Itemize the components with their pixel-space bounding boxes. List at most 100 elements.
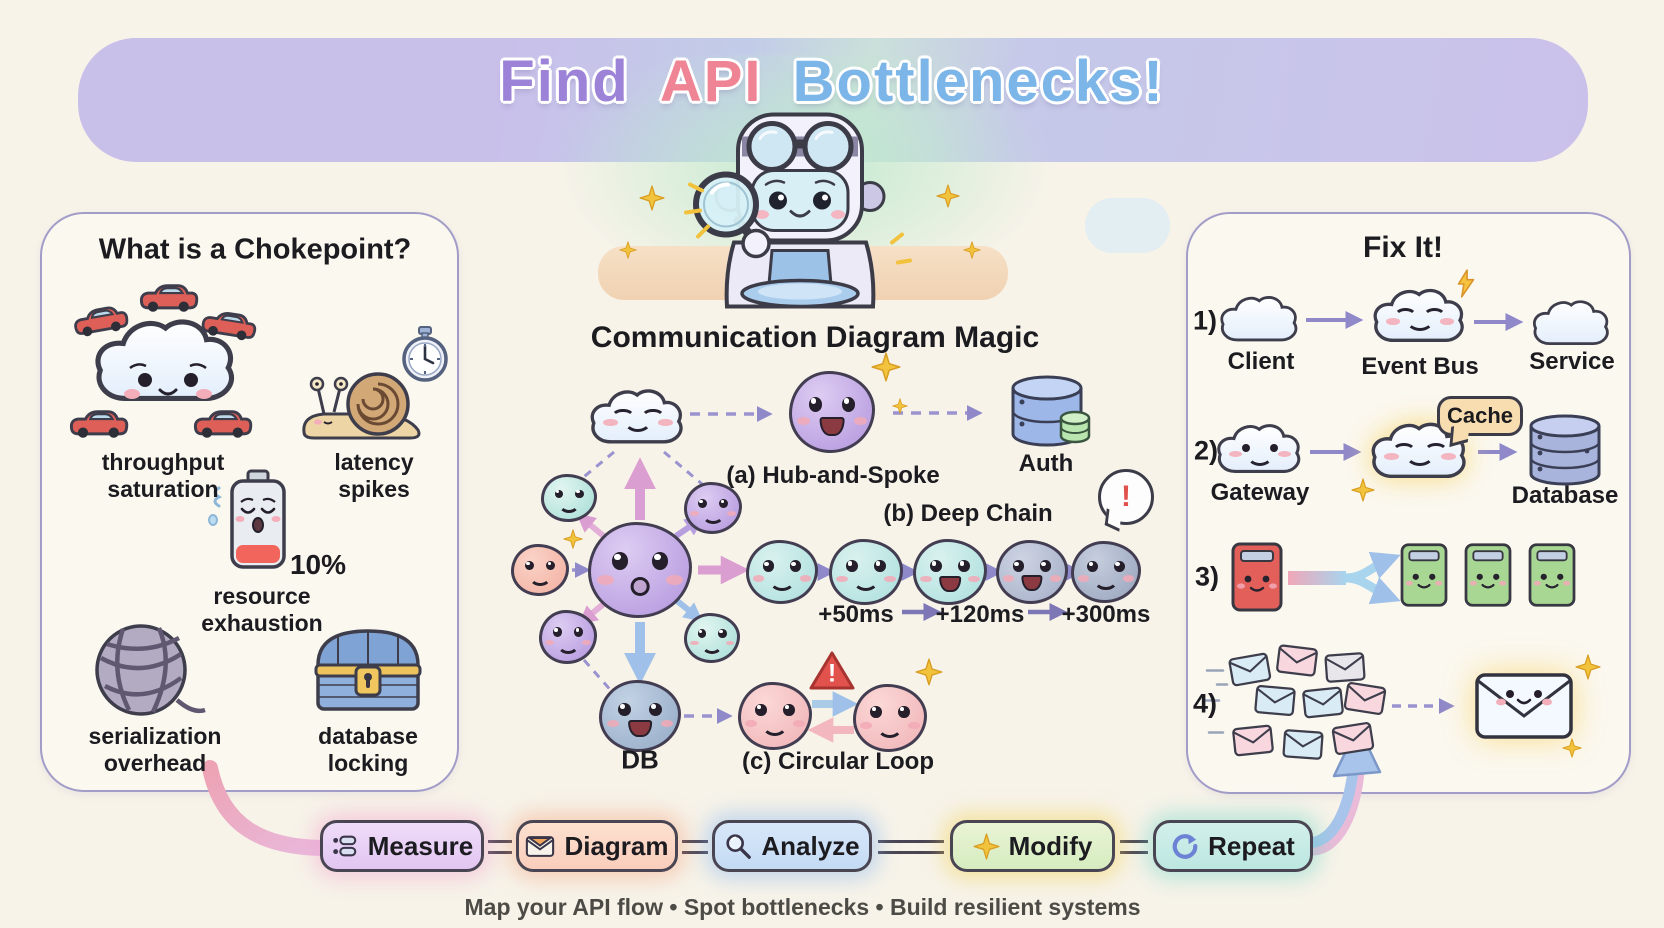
spoke-blob (539, 610, 597, 664)
chain-blob-2 (829, 539, 903, 605)
step-repeat[interactable]: Repeat (1153, 820, 1313, 872)
label-database-locking: database locking (318, 723, 418, 776)
step-modify[interactable]: Modify (950, 820, 1115, 872)
envelope-icon (526, 835, 555, 857)
battery-percent: 10% (289, 549, 347, 580)
sparkle-icon (639, 185, 665, 211)
fix-it-title: Fix It! (1363, 231, 1443, 264)
fix-row-1-num: 1) (1192, 305, 1218, 336)
pattern-c-label: (c) Circular Loop (741, 748, 935, 775)
lightning-icon (1455, 269, 1477, 299)
sparkle-icon (1562, 738, 1582, 758)
sparkle-icon (915, 658, 943, 686)
fix-row-2-num: 2) (1193, 435, 1219, 466)
sparkle-icon (973, 833, 1000, 860)
center-title: Communication Diagram Magic (590, 321, 1040, 354)
traffic-cloud-icon (60, 276, 270, 448)
replica-server-icon (1399, 542, 1449, 608)
stopwatch-icon (401, 325, 449, 383)
caller-blob (511, 544, 569, 596)
client-cloud-icon (1217, 293, 1303, 347)
warning-triangle-icon: ! (808, 650, 856, 692)
magnifier-icon (726, 834, 752, 859)
db-label: DB (621, 744, 659, 775)
robot-mascot-icon (650, 93, 950, 309)
closed-eye (641, 408, 665, 426)
hub-blob (588, 522, 692, 618)
replica-server-icon (1527, 542, 1577, 608)
step-measure-label: Measure (367, 830, 474, 861)
label-throughput-saturation: throughput saturation (101, 449, 225, 502)
chain-blob-4 (996, 540, 1068, 604)
pill-connector (488, 840, 512, 854)
cloud-wisp (1085, 198, 1170, 253)
db-blob (599, 680, 681, 752)
service-cloud-icon (1530, 297, 1614, 351)
fix-row-4-num: 4) (1192, 688, 1218, 719)
auth-database-icon (1005, 372, 1091, 452)
yarn-ball-icon (91, 620, 209, 724)
overloaded-server-icon (1230, 541, 1284, 613)
pill-connector (1120, 840, 1148, 854)
sparkle-icon (619, 241, 637, 259)
loop-blob-1 (738, 682, 812, 750)
chokepoint-panel-title: What is a Chokepoint? (98, 233, 412, 266)
pattern-a-label: (a) Hub-and-Spoke (726, 462, 940, 489)
replica-server-icon (1463, 542, 1513, 608)
alert-bubble: ! (1098, 469, 1154, 525)
database-stack-icon (1524, 413, 1606, 489)
spoke-blob (684, 613, 740, 663)
loop-blob-2 (853, 684, 927, 752)
label-latency-spikes: latency spikes (334, 449, 414, 502)
cache-bubble: Cache (1437, 396, 1523, 436)
checklist-icon (332, 835, 357, 857)
sparkle-icon (563, 529, 583, 549)
warning-triangle-text: ! (827, 659, 837, 688)
title-word-find: Find (499, 49, 630, 114)
batched-message-icon (1474, 672, 1574, 740)
step-measure[interactable]: Measure (320, 820, 484, 872)
step-diagram-label: Diagram (564, 830, 669, 861)
sparkle-icon (963, 241, 981, 259)
chain-blob-3 (913, 539, 987, 605)
low-battery-icon (226, 469, 290, 571)
alert-bubble-text: ! (1121, 480, 1131, 513)
page-title: Find API Bottlenecks! (0, 48, 1664, 115)
pattern-b-label: (b) Deep Chain (883, 500, 1053, 527)
step-analyze[interactable]: Analyze (712, 820, 872, 872)
step-analyze-label: Analyze (761, 830, 860, 861)
sparkle-icon (936, 184, 960, 208)
locked-chest-icon (308, 623, 428, 717)
repeat-icon (1172, 834, 1198, 859)
latency-step-2: +120ms (935, 601, 1025, 628)
smile-mouth (623, 409, 653, 432)
sparkle-icon (892, 398, 908, 414)
pill-connector (682, 840, 708, 854)
title-word-bottlenecks: Bottlenecks! (792, 49, 1165, 114)
chain-blob-1 (746, 540, 818, 604)
spoke-blob (541, 474, 597, 522)
cache-bubble-text: Cache (1446, 403, 1514, 428)
step-modify-label: Modify (1008, 830, 1093, 861)
sparkle-icon (1351, 478, 1375, 502)
database-label: Database (1511, 482, 1619, 509)
pill-connector (878, 840, 944, 854)
auth-label: Auth (1018, 450, 1074, 477)
label-serialization-overhead: serialization overhead (88, 723, 222, 776)
gateway-label: Gateway (1210, 479, 1310, 506)
sparkle-icon (871, 352, 901, 382)
step-diagram[interactable]: Diagram (516, 820, 678, 872)
step-repeat-label: Repeat (1208, 830, 1295, 861)
closed-eye (611, 408, 635, 426)
title-word-api: API (659, 49, 763, 114)
event-bus-label: Event Bus (1361, 353, 1479, 380)
chain-blob-5 (1071, 541, 1141, 603)
latency-step-3: +300ms (1061, 601, 1151, 628)
gateway-cloud-icon (1214, 420, 1306, 480)
message-cluster-icon (1203, 643, 1395, 768)
label-resource-exhaustion: resource exhaustion (201, 583, 323, 636)
hub-service-blob (789, 371, 875, 453)
footer-tagline: Map your API flow • Spot bottlenecks • B… (464, 894, 1141, 920)
client-cloud-node (587, 385, 689, 451)
